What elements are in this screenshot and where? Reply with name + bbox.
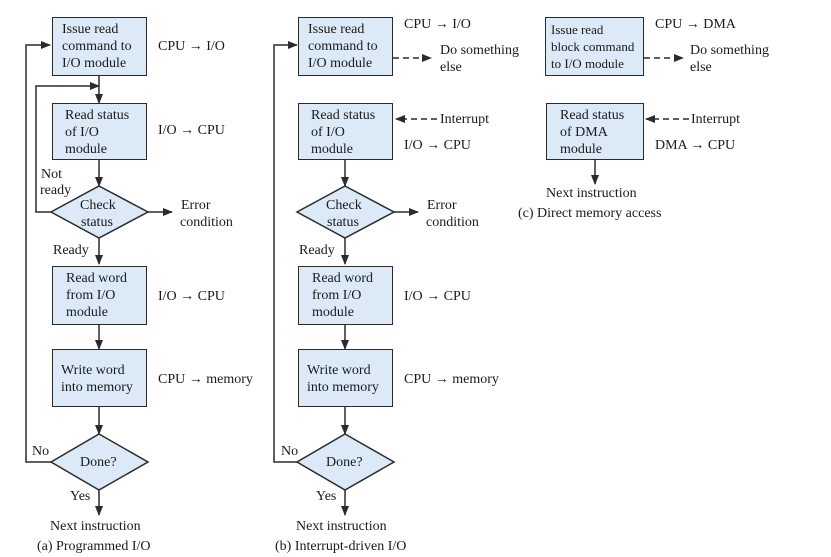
a-label-not-ready-2: ready bbox=[40, 183, 72, 198]
b-label-io-cpu-2: I/O → CPU bbox=[404, 289, 471, 304]
b-label-yes: Yes bbox=[316, 489, 337, 504]
c-caption: (c) Direct memory access bbox=[518, 206, 662, 221]
b-caption: (b) Interrupt-driven I/O bbox=[275, 539, 407, 554]
b-check-status-label-1: Check bbox=[326, 198, 362, 213]
a-label-io-cpu-2: I/O → CPU bbox=[158, 289, 225, 304]
a-loop-not-ready bbox=[35, 82, 100, 213]
a-caption: (a) Programmed I/O bbox=[37, 539, 151, 554]
b-label-io-cpu-1: I/O → CPU bbox=[404, 138, 471, 153]
a-check-status-diamond bbox=[49, 185, 150, 239]
a-label-io-cpu-1: I/O → CPU bbox=[158, 123, 225, 138]
b-label-interrupt: Interrupt bbox=[440, 112, 489, 127]
a-label-yes: Yes bbox=[70, 489, 91, 504]
a-label-no: No bbox=[32, 444, 50, 459]
b-loop-no bbox=[273, 41, 298, 463]
b-label-ready: Ready bbox=[299, 243, 335, 258]
b-done-diamond bbox=[295, 433, 396, 491]
b-write-word-box: Write word into memory bbox=[298, 349, 393, 407]
a-label-cpu-memory: CPU → memory bbox=[158, 372, 253, 387]
a-label-next-instruction: Next instruction bbox=[50, 519, 141, 534]
b-issue-read-box: Issue read command to I/O module bbox=[298, 17, 393, 76]
a-label-error-2: condition bbox=[180, 215, 233, 230]
c-label-interrupt: Interrupt bbox=[691, 112, 740, 127]
b-label-cpu-memory: CPU → memory bbox=[404, 372, 499, 387]
c-label-cpu-dma: CPU → DMA bbox=[655, 17, 736, 32]
a-read-status-box: Read status of I/O module bbox=[52, 103, 147, 160]
b-label-error-1: Error bbox=[427, 198, 457, 213]
a-label-ready: Ready bbox=[53, 243, 89, 258]
b-done-label: Done? bbox=[326, 455, 363, 470]
c-label-next-instruction: Next instruction bbox=[546, 186, 637, 201]
a-check-status-label-1: Check bbox=[80, 198, 116, 213]
b-label-do-something-2: else bbox=[440, 60, 462, 75]
b-label-error-2: condition bbox=[426, 215, 479, 230]
b-check-status-label-2: status bbox=[327, 215, 359, 230]
c-read-status-box: Read status of DMA module bbox=[546, 103, 644, 160]
a-issue-read-box: Issue read command to I/O module bbox=[52, 17, 147, 76]
a-loop-no bbox=[25, 41, 52, 463]
b-label-cpu-io: CPU → I/O bbox=[404, 17, 471, 32]
a-done-label: Done? bbox=[80, 455, 117, 470]
b-read-word-box: Read word from I/O module bbox=[298, 266, 393, 325]
a-label-error-1: Error bbox=[181, 198, 211, 213]
b-check-status-diamond bbox=[295, 185, 396, 239]
a-label-not-ready-1: Not bbox=[41, 167, 62, 182]
c-label-dma-cpu: DMA → CPU bbox=[655, 138, 736, 153]
a-read-word-box: Read word from I/O module bbox=[52, 266, 147, 325]
a-label-cpu-io: CPU → I/O bbox=[158, 39, 225, 54]
a-done-diamond bbox=[49, 433, 150, 491]
b-read-status-box: Read status of I/O module bbox=[298, 103, 393, 160]
c-label-do-something-2: else bbox=[690, 60, 712, 75]
b-label-do-something-1: Do something bbox=[440, 43, 519, 58]
c-label-do-something-1: Do something bbox=[690, 43, 769, 58]
c-issue-read-block-box: Issue read block command to I/O module bbox=[545, 17, 644, 76]
a-check-status-label-2: status bbox=[81, 215, 113, 230]
b-label-next-instruction: Next instruction bbox=[296, 519, 387, 534]
b-label-no: No bbox=[281, 444, 299, 459]
a-write-word-box: Write word into memory bbox=[52, 349, 147, 407]
